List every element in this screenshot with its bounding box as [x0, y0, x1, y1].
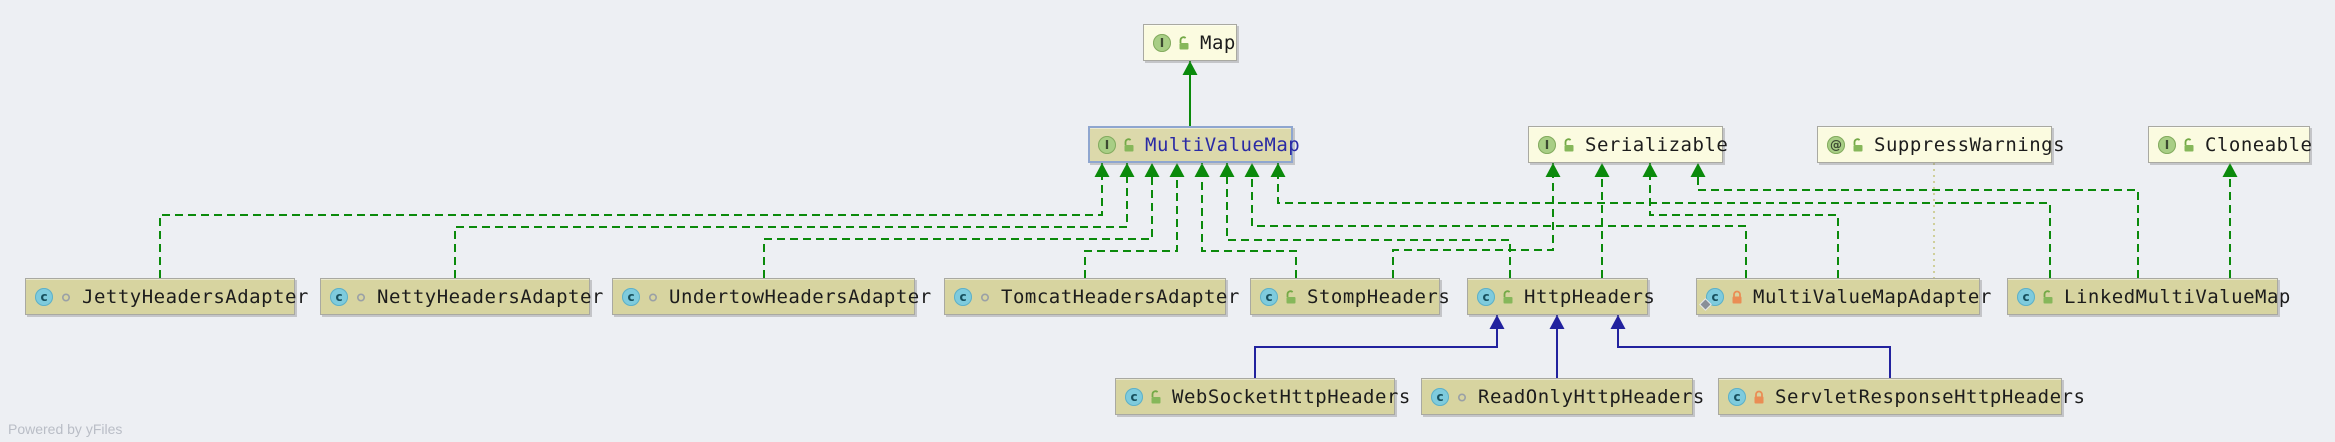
- class-icon: c: [1260, 287, 1278, 306]
- public-open-lock-icon: [2182, 137, 2196, 153]
- public-open-lock-icon: [1284, 289, 1298, 305]
- class-node-WebSocketHttpHeaders[interactable]: c WebSocketHttpHeaders: [1115, 378, 1410, 415]
- edge-NettyHeadersAdapter-to-MultiValueMap: [454, 163, 1128, 278]
- package-private-icon: [1455, 389, 1469, 405]
- abstract-marker-icon: [1700, 299, 1711, 309]
- powered-by-yfiles-label: Powered by yFiles: [8, 421, 123, 437]
- arrowhead-MultiValueMapAdapter-to-Serializable: [1642, 163, 1658, 177]
- interface-icon: I: [1153, 33, 1171, 52]
- arrowhead-HttpHeaders-to-Serializable: [1594, 163, 1610, 177]
- interface-icon: I: [1098, 135, 1116, 154]
- public-open-lock-icon: [1177, 35, 1191, 51]
- edge-ServletResponseHttpHeaders-to-HttpHeaders: [1617, 315, 1891, 378]
- edge-StompHeaders-to-Serializable: [1392, 163, 1554, 278]
- node-label: TomcatHeadersAdapter: [1001, 285, 1240, 308]
- node-label: MultiValueMapAdapter: [1753, 285, 1992, 308]
- node-label: JettyHeadersAdapter: [82, 285, 309, 308]
- class-icon: c: [35, 287, 53, 306]
- arrowhead-WebSocketHttpHeaders-to-HttpHeaders: [1489, 315, 1505, 329]
- node-label: Map: [1200, 31, 1236, 54]
- interface-icon: I: [1538, 135, 1556, 154]
- class-node-NettyHeadersAdapter[interactable]: c NettyHeadersAdapter: [320, 278, 603, 315]
- node-label: Cloneable: [2205, 133, 2313, 156]
- annotation-icon: @: [1827, 135, 1845, 154]
- package-private-icon: [646, 289, 660, 305]
- arrowhead-HttpHeaders-to-MultiValueMap: [1219, 163, 1235, 177]
- class-icon: c: [622, 287, 640, 306]
- edge-WebSocketHttpHeaders-to-HttpHeaders: [1254, 315, 1498, 378]
- edge-JettyHeadersAdapter-to-MultiValueMap: [159, 163, 1103, 278]
- class-node-StompHeaders[interactable]: c StompHeaders: [1250, 278, 1450, 315]
- node-label: Serializable: [1585, 133, 1729, 156]
- arrowhead-NettyHeadersAdapter-to-MultiValueMap: [1119, 163, 1135, 177]
- class-icon: c: [2017, 287, 2035, 306]
- public-open-lock-icon: [1501, 289, 1515, 305]
- arrowhead-MultiValueMap-to-Map: [1182, 61, 1198, 75]
- node-label: ReadOnlyHttpHeaders: [1478, 385, 1705, 408]
- edge-MultiValueMapAdapter-to-MultiValueMap: [1251, 163, 1747, 278]
- edge-MultiValueMapAdapter-to-Serializable: [1649, 163, 1839, 278]
- public-open-lock-icon: [1149, 389, 1163, 405]
- arrowhead-LinkedMultiValueMap-to-MultiValueMap: [1270, 163, 1286, 177]
- class-node-HttpHeaders[interactable]: c HttpHeaders: [1467, 278, 1655, 315]
- node-label: NettyHeadersAdapter: [377, 285, 604, 308]
- arrowhead-UndertowHeadersAdapter-to-MultiValueMap: [1144, 163, 1160, 177]
- class-node-TomcatHeadersAdapter[interactable]: c TomcatHeadersAdapter: [944, 278, 1239, 315]
- node-label: MultiValueMap: [1145, 133, 1301, 156]
- arrowhead-ServletResponseHttpHeaders-to-HttpHeaders: [1610, 315, 1626, 329]
- class-node-Serializable[interactable]: I Serializable: [1528, 126, 1728, 163]
- interface-icon: I: [2158, 135, 2176, 154]
- edge-TomcatHeadersAdapter-to-MultiValueMap: [1084, 163, 1178, 278]
- edge-UndertowHeadersAdapter-to-MultiValueMap: [763, 163, 1153, 278]
- arrowhead-LinkedMultiValueMap-to-Serializable: [1690, 163, 1706, 177]
- class-node-ServletResponseHttpHeaders[interactable]: c ServletResponseHttpHeaders: [1718, 378, 2085, 415]
- edge-LinkedMultiValueMap-to-Serializable: [1697, 163, 2139, 278]
- node-label: LinkedMultiValueMap: [2064, 285, 2291, 308]
- package-private-icon: [354, 289, 368, 305]
- node-label: UndertowHeadersAdapter: [669, 285, 932, 308]
- class-icon: c: [1728, 387, 1746, 406]
- class-node-LinkedMultiValueMap[interactable]: c LinkedMultiValueMap: [2007, 278, 2290, 315]
- node-label: SuppressWarnings: [1874, 133, 2066, 156]
- public-open-lock-icon: [1562, 137, 1576, 153]
- public-open-lock-icon: [2041, 289, 2055, 305]
- class-node-JettyHeadersAdapter[interactable]: c JettyHeadersAdapter: [25, 278, 308, 315]
- node-label: ServletResponseHttpHeaders: [1775, 385, 2086, 408]
- node-label: HttpHeaders: [1524, 285, 1656, 308]
- class-icon: c: [1477, 287, 1495, 306]
- class-node-UndertowHeadersAdapter[interactable]: c UndertowHeadersAdapter: [612, 278, 931, 315]
- class-node-MultiValueMap[interactable]: I MultiValueMap: [1088, 126, 1300, 163]
- arrowhead-StompHeaders-to-Serializable: [1545, 163, 1561, 177]
- class-node-MultiValueMapAdapter[interactable]: c MultiValueMapAdapter: [1696, 278, 1991, 315]
- node-label: StompHeaders: [1307, 285, 1451, 308]
- class-icon: c: [954, 287, 972, 306]
- arrowhead-MultiValueMapAdapter-to-MultiValueMap: [1244, 163, 1260, 177]
- class-icon: c: [1700, 287, 1724, 309]
- edge-LinkedMultiValueMap-to-MultiValueMap: [1277, 163, 2051, 278]
- class-icon: c: [330, 287, 348, 306]
- private-closed-lock-icon: [1752, 389, 1766, 405]
- package-private-icon: [59, 289, 73, 305]
- arrowhead-StompHeaders-to-MultiValueMap: [1194, 163, 1210, 177]
- class-node-SuppressWarnings[interactable]: @ SuppressWarnings: [1817, 126, 2065, 163]
- private-closed-lock-icon: [1730, 289, 1744, 305]
- class-icon: c: [1125, 387, 1143, 406]
- public-open-lock-icon: [1122, 137, 1136, 153]
- class-node-ReadOnlyHttpHeaders[interactable]: c ReadOnlyHttpHeaders: [1421, 378, 1704, 415]
- package-private-icon: [978, 289, 992, 305]
- edge-HttpHeaders-to-MultiValueMap: [1226, 163, 1511, 278]
- class-node-Cloneable[interactable]: I Cloneable: [2148, 126, 2313, 163]
- public-open-lock-icon: [1851, 137, 1865, 153]
- arrowhead-ReadOnlyHttpHeaders-to-HttpHeaders: [1549, 315, 1565, 329]
- arrowhead-JettyHeadersAdapter-to-MultiValueMap: [1094, 163, 1110, 177]
- arrowhead-TomcatHeadersAdapter-to-MultiValueMap: [1169, 163, 1185, 177]
- class-node-Map[interactable]: I Map: [1143, 24, 1237, 61]
- node-label: WebSocketHttpHeaders: [1172, 385, 1411, 408]
- arrowhead-LinkedMultiValueMap-to-Cloneable: [2222, 163, 2238, 177]
- class-icon: c: [1431, 387, 1449, 406]
- edge-StompHeaders-to-MultiValueMap: [1201, 163, 1297, 278]
